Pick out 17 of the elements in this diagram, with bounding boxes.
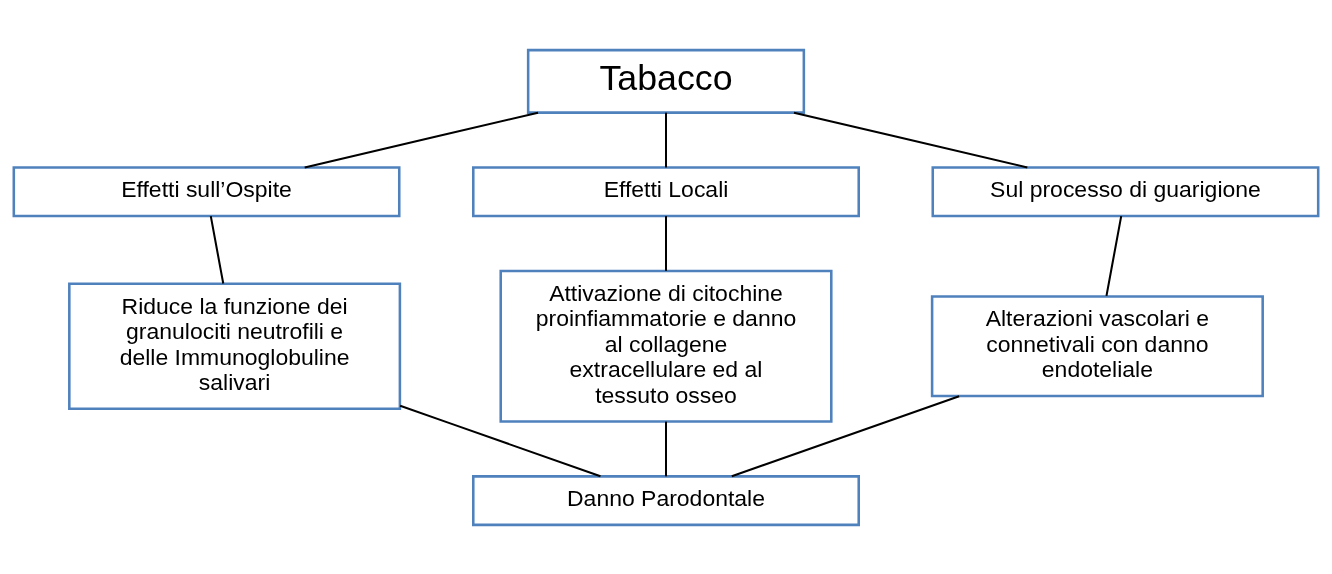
connector bbox=[399, 404, 601, 477]
node-box: Tabacco bbox=[526, 48, 806, 114]
connector bbox=[793, 111, 1028, 168]
connector bbox=[665, 215, 667, 271]
node-box: Alterazioni vascolari e connetivali con danno endoteliale bbox=[930, 294, 1264, 397]
connector bbox=[209, 215, 225, 284]
connector bbox=[665, 421, 667, 476]
node-box: Danno Parodontale bbox=[472, 474, 860, 526]
node-box: Attivazione di citochine proinfiammatorie e danno al collagene extracellulare ed al tessuto osseo bbox=[499, 269, 833, 423]
connector bbox=[665, 112, 667, 167]
connector bbox=[1105, 215, 1123, 296]
node-box: Effetti sull’Ospite bbox=[12, 165, 401, 217]
connector bbox=[304, 111, 539, 168]
connector bbox=[731, 394, 960, 477]
node-box: Effetti Locali bbox=[472, 165, 860, 217]
node-box: Sul processo di guarigione bbox=[931, 165, 1320, 217]
node-box: Riduce la funzione dei granulociti neutrofili e delle Immunoglobuline salivari bbox=[68, 281, 402, 410]
